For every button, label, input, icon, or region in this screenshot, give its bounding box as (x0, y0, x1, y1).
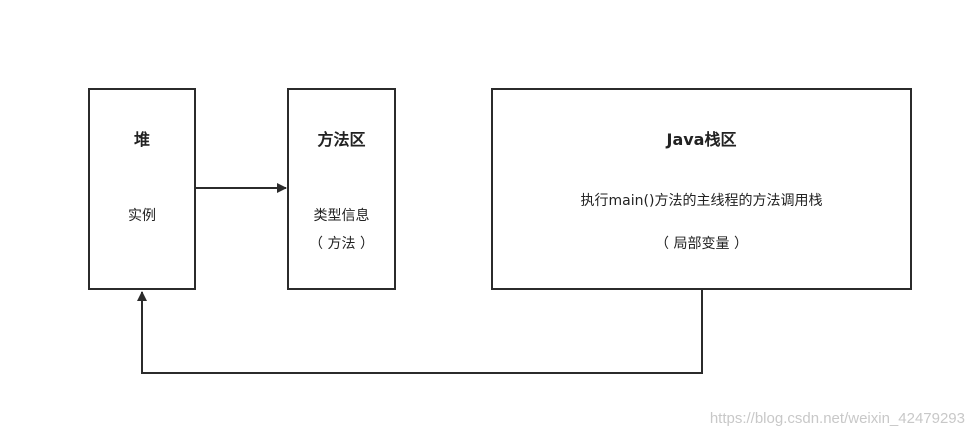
method-area-methods: （ 方法 ） (309, 236, 374, 252)
watermark-text: https://blog.csdn.net/weixin_42479293 (709, 410, 965, 427)
java-stack-local-vars: （ 局部变量 ） (655, 236, 748, 252)
heap-title: 堆 (133, 130, 150, 149)
method-area-type-info: 类型信息 (313, 208, 370, 224)
java-stack-description: 执行main()方法的主线程的方法调用栈 (580, 193, 823, 209)
arrow-stack-to-heap (137, 290, 703, 374)
heap-box: 堆 实例 (88, 88, 196, 290)
method-area-box: 方法区 类型信息 （ 方法 ） (287, 88, 396, 290)
java-stack-title: Java栈区 (666, 130, 737, 149)
heap-content: 实例 (128, 208, 156, 224)
java-stack-box: Java栈区 执行main()方法的主线程的方法调用栈 （ 局部变量 ） (491, 88, 912, 290)
method-area-title: 方法区 (317, 130, 366, 149)
